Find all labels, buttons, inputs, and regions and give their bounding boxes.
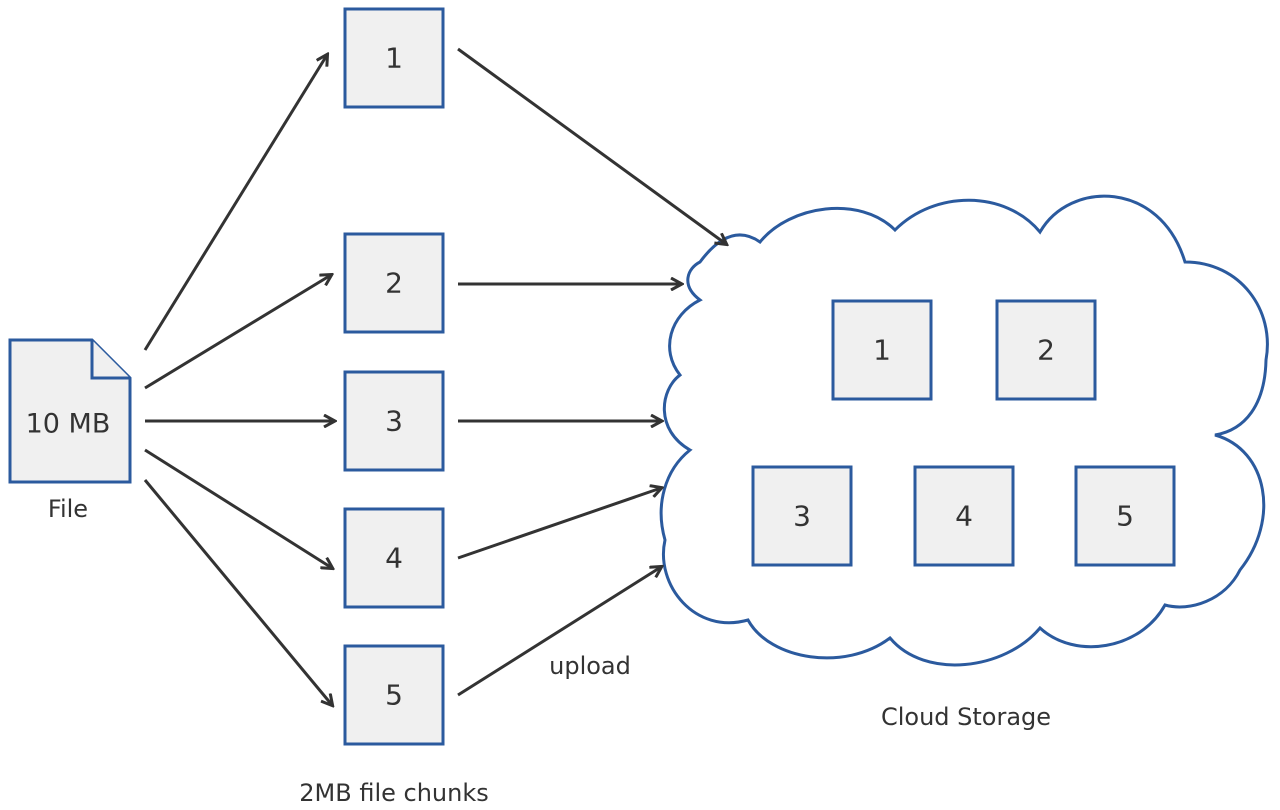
chunk-box-4: 4 [343,507,445,609]
arrow-file-to-chunk-1 [143,55,327,351]
storage-box-2: 2 [995,299,1097,401]
storage-label: 1 [873,334,891,367]
cloud-storage-caption: Cloud Storage [881,703,1051,731]
storage-box-1: 1 [831,299,933,401]
chunk-box-1: 1 [343,7,445,109]
storage-box-4: 4 [913,465,1015,567]
storage-label: 2 [1037,334,1055,367]
arrow-chunk-4-to-cloud [457,488,661,560]
cloud-storage-shape [659,194,1269,667]
chunk-label: 4 [385,542,403,575]
arrow-chunk-1-to-cloud [457,47,726,244]
chunks-caption: 2MB file chunks [299,779,488,807]
arrow-chunk-5-to-cloud [457,567,661,697]
chunk-box-2: 2 [343,232,445,334]
storage-box-3: 3 [751,465,853,567]
file-size-label: 10 MB [26,409,111,440]
storage-label: 3 [793,500,811,533]
storage-label: 5 [1116,500,1134,533]
arrow-file-to-chunk-4 [144,448,332,568]
file-icon: 10 MB [8,338,132,484]
chunk-box-3: 3 [343,370,445,472]
chunk-label: 2 [385,267,403,300]
storage-label: 4 [955,500,973,533]
chunk-label: 1 [385,42,403,75]
arrow-file-to-chunk-5 [143,479,332,705]
chunk-label: 3 [385,405,403,438]
chunk-box-5: 5 [343,644,445,746]
arrow-file-to-chunk-2 [144,275,331,390]
chunk-label: 5 [385,679,403,712]
upload-label: upload [549,652,631,680]
file-caption: File [48,495,88,523]
storage-box-5: 5 [1074,465,1176,567]
